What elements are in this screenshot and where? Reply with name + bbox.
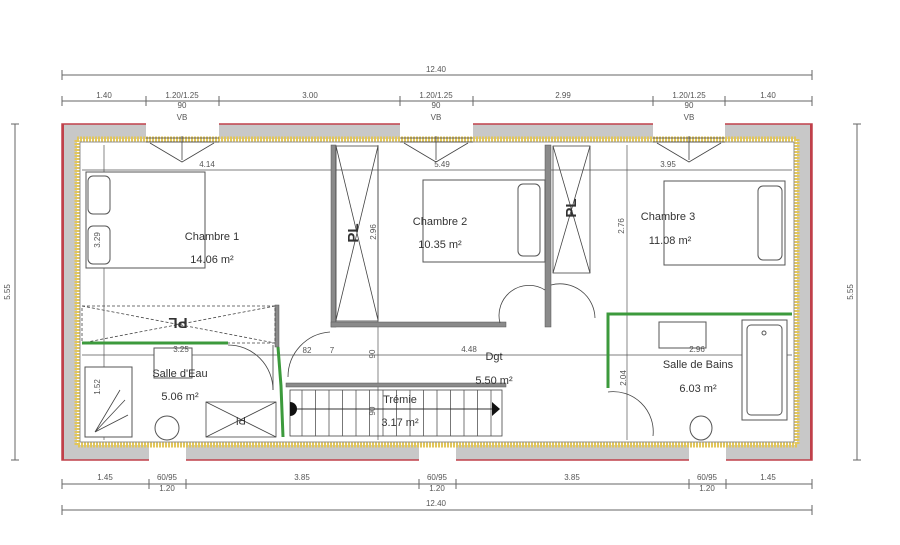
window-width: 90 [178, 101, 187, 110]
room-name: Chambre 2 [413, 216, 467, 228]
closet-label: PL [563, 198, 580, 217]
dim-side-right: 5.55 [846, 284, 855, 300]
dim-bottom-seg: 60/95 [157, 473, 178, 482]
dim-text: 2.96 [369, 224, 378, 240]
dim-text: 4.14 [199, 160, 215, 169]
toilet-salle-de-bains [689, 415, 713, 441]
window-type: VB [431, 113, 442, 122]
dim-top-seg: 1.20/1.25 [672, 91, 706, 100]
interior-walls [81, 144, 591, 438]
room-name: Dgt [485, 351, 502, 363]
window-type: VB [177, 113, 188, 122]
room-area: 6.03 m² [679, 383, 717, 395]
dim-text: 3.95 [660, 160, 676, 169]
dim-top-seg: 1.40 [96, 91, 112, 100]
dim-text: 4.48 [461, 345, 477, 354]
dim-bottom-seg: 1.45 [760, 473, 776, 482]
green-partitions [82, 312, 792, 438]
toilet-salle-d-eau [154, 415, 180, 441]
inner-dimension-texts: 4.14 5.49 3.95 3.29 2.96 2.76 3.25 1.52 … [93, 160, 705, 415]
dim-bottom-seg: 1.45 [97, 473, 113, 482]
opening-width: 1.20 [699, 484, 715, 493]
room-name: Trémie [383, 394, 417, 406]
dim-bottom-seg: 3.85 [294, 473, 310, 482]
dim-text: 90 [368, 349, 377, 358]
room-area: 11.08 m² [649, 235, 692, 247]
sink-salle-de-bains [658, 321, 707, 349]
stair-arrow-icon [492, 402, 500, 416]
room-area: 5.06 m² [161, 391, 199, 403]
dim-bottom-seg: 60/95 [697, 473, 718, 482]
dim-text: 5.49 [434, 160, 450, 169]
dim-bottom-seg: 60/95 [427, 473, 448, 482]
dim-side-left: 5.55 [3, 284, 12, 300]
room-labels: Chambre 1 14.06 m² Chambre 2 10.35 m² Ch… [152, 211, 733, 429]
dim-top-seg: 1.20/1.25 [419, 91, 453, 100]
room-name: Chambre 1 [185, 231, 239, 243]
staircase [289, 389, 503, 437]
windows [146, 136, 725, 163]
dim-bottom-seg: 3.85 [564, 473, 580, 482]
shower [84, 366, 133, 438]
furniture [84, 171, 788, 441]
opening-width: 1.20 [429, 484, 445, 493]
dim-top-total: 12.40 [426, 65, 447, 74]
dim-text: 1.52 [93, 379, 102, 395]
sink-salle-d-eau [153, 347, 193, 379]
dim-text: 2.04 [619, 370, 628, 386]
opening-width: 1.20 [159, 484, 175, 493]
closet-labels: PL PL PL Pl [168, 198, 580, 426]
window-width: 90 [432, 101, 441, 110]
closet-label-small: Pl [236, 414, 246, 426]
doors [227, 283, 654, 437]
dim-top-seg: 3.00 [302, 91, 318, 100]
room-name: Salle de Bains [663, 359, 734, 371]
dim-top-seg: 1.40 [760, 91, 776, 100]
room-area: 5.50 m² [475, 375, 513, 387]
dim-text: 2.96 [689, 345, 705, 354]
dim-text: 82 [303, 346, 312, 355]
dim-text: 2.76 [617, 218, 626, 234]
dim-text: 3.25 [173, 345, 189, 354]
room-name: Salle d'Eau [152, 368, 207, 380]
room-area: 14.06 m² [190, 254, 234, 266]
window-width: 90 [685, 101, 694, 110]
side-dimensions: 5.55 5.55 [3, 123, 861, 461]
closet-label: PL [168, 314, 187, 331]
dim-text: 90 [368, 406, 377, 415]
bottom-dimensions: 1.45 60/95 3.85 60/95 3.85 60/95 1.45 1.… [61, 473, 813, 515]
window-type: VB [684, 113, 695, 122]
dim-bottom-total: 12.40 [426, 499, 447, 508]
closet-label: PL [345, 223, 362, 242]
room-name: Chambre 3 [641, 211, 695, 223]
dim-top-seg: 2.99 [555, 91, 571, 100]
dim-text: 3.29 [93, 232, 102, 248]
dim-text: 7 [330, 346, 335, 355]
room-area: 10.35 m² [418, 239, 462, 251]
room-area: 3.17 m² [381, 417, 419, 429]
stair-start-marker [290, 402, 297, 416]
top-dimensions: 12.40 1.40 1.20/1.25 3.00 1.20/1.25 2.99… [61, 65, 813, 122]
dim-top-seg: 1.20/1.25 [165, 91, 199, 100]
